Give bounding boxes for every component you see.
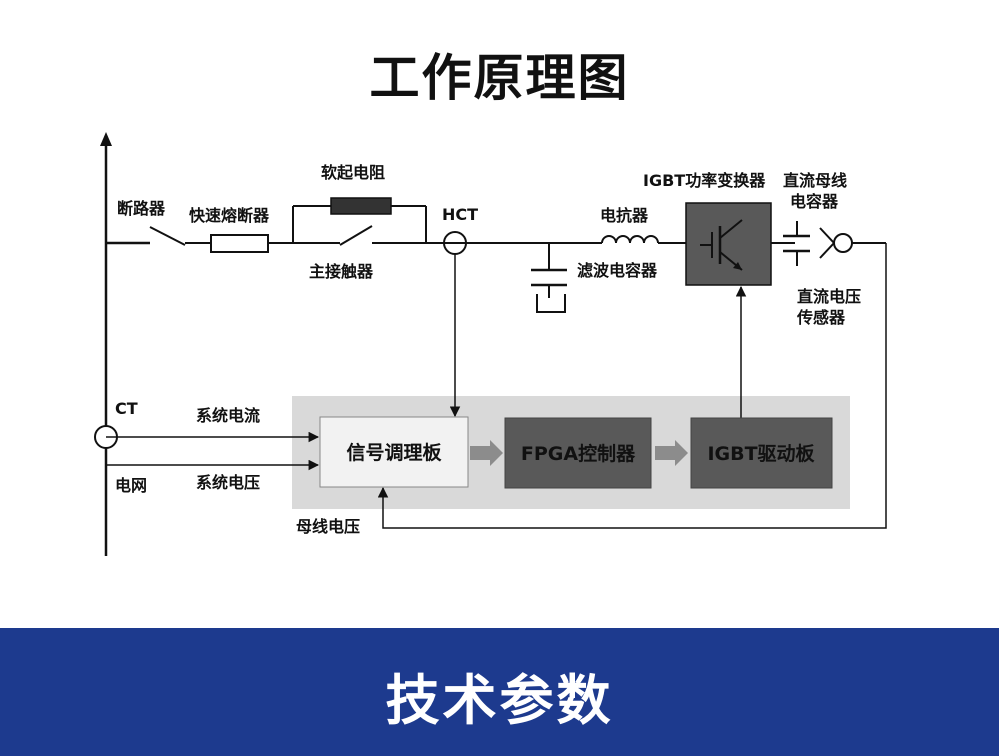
system-current-label: 系统电流	[196, 406, 260, 425]
signal-board-box	[319, 416, 469, 488]
breaker-symbol	[149, 226, 186, 246]
igbt-collector	[719, 219, 743, 239]
ct-label: CT	[115, 399, 138, 418]
igbt-driver-label: IGBT驱动板	[707, 442, 815, 465]
fast-fuse-label: 快速熔断器	[189, 206, 270, 225]
section-banner: 技术参数	[0, 628, 999, 756]
signal-board-label: 信号调理板	[346, 441, 442, 464]
bus-voltage-label: 母线电压	[296, 517, 360, 536]
hct-label: HCT	[442, 205, 478, 224]
igbt-converter-box	[685, 202, 772, 286]
grid-label: 电网	[115, 476, 147, 495]
fpga-to-driver-arrow	[655, 440, 688, 466]
breaker-label: 断路器	[117, 199, 166, 218]
dc-voltage-sensor-label-line1: 直流电压	[797, 287, 861, 306]
working-principle-diagram: 断路器 快速熔断器 软起电阻 主接触器 HCT 电抗器 滤波电容器 IGBT功率…	[94, 132, 887, 556]
filter-capacitor-ground	[536, 294, 566, 313]
fast-fuse-symbol	[210, 234, 269, 253]
reactor-label: 电抗器	[600, 206, 649, 225]
banner-heading: 技术参数	[385, 669, 614, 732]
igbt-emitter-arrow	[733, 262, 742, 270]
system-voltage-label: 系统电压	[196, 473, 260, 492]
fpga-controller-box	[504, 417, 652, 489]
fpga-controller-label: FPGA控制器	[521, 442, 636, 465]
dc-voltage-sensor-symbol	[833, 233, 853, 253]
igbt-driver-box	[690, 417, 833, 489]
filter-capacitor-label: 滤波电容器	[577, 261, 658, 280]
main-contactor-symbol	[339, 225, 373, 246]
reactor-symbol	[601, 235, 659, 244]
signal-to-fpga-arrow	[470, 440, 503, 466]
soft-start-resistor-symbol	[330, 197, 392, 215]
igbt-converter-label: IGBT功率变换器	[643, 171, 766, 190]
dc-bus-capacitor-label-line2: 电容器	[790, 192, 839, 211]
grid-bus-arrow	[100, 132, 112, 146]
dc-bus-capacitor-label-line1: 直流母线	[783, 171, 847, 190]
main-contactor-label: 主接触器	[309, 262, 374, 281]
bus-voltage-feedback-line	[377, 243, 887, 529]
dc-voltage-sensor-label-line2: 传感器	[796, 308, 846, 327]
dc-voltage-sensor-probe	[819, 227, 836, 259]
soft-start-resistor-label: 软起电阻	[321, 163, 385, 182]
page-title: 工作原理图	[369, 49, 630, 107]
